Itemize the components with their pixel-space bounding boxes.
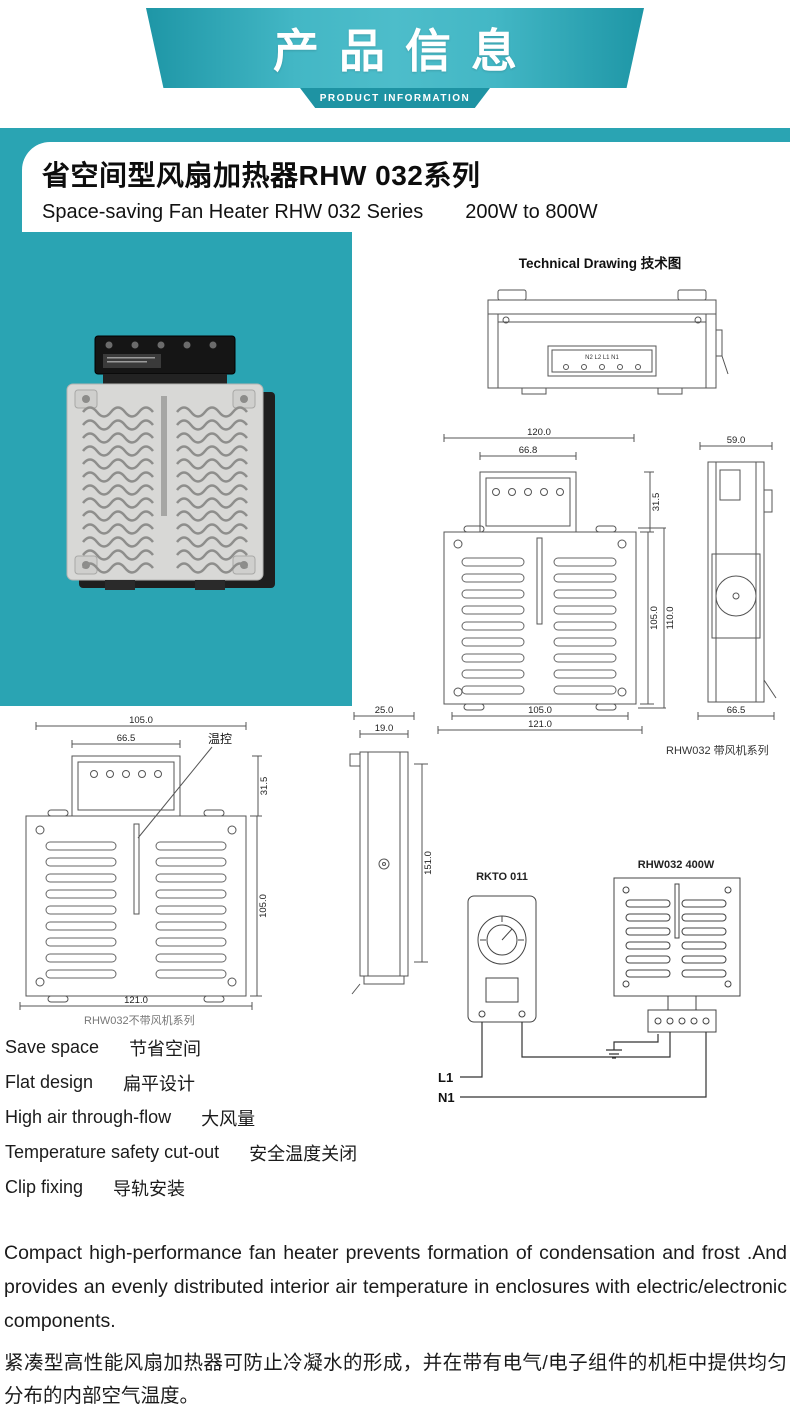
dim-label: 121.0: [124, 995, 148, 1006]
banner-title: 产品信息: [273, 25, 537, 77]
feature-row: Save space 节省空间: [5, 1030, 485, 1065]
no-fan-dims: 105.0 66.5 31.5 105.0 121.0: [117, 715, 270, 1006]
wire-n1-label: N1: [438, 1090, 455, 1105]
dim-label: 66.5: [727, 705, 746, 716]
feature-cn: 导轨安装: [113, 1178, 186, 1199]
feature-en: High air through-flow: [5, 1107, 172, 1127]
banner-subtitle: PRODUCT INFORMATION: [300, 88, 490, 108]
dim-label: 151.0: [423, 851, 434, 875]
dim-label: 31.5: [651, 493, 662, 512]
dim-label: 31.5: [259, 777, 270, 796]
wire-l1-label: L1: [438, 1070, 453, 1085]
profile-lines: [349, 712, 428, 995]
front-view-fins: [461, 557, 617, 695]
dim-label: 105.0: [528, 705, 552, 716]
feature-en: Flat design: [5, 1072, 94, 1092]
feature-cn: 安全温度关闭: [249, 1143, 358, 1164]
heater-drawing: [613, 877, 741, 1033]
front-view-dims: 120.0 66.8 31.5 105.0 110.0 105.0 121.0: [519, 427, 676, 730]
dim-label: 105.0: [129, 715, 153, 726]
feature-row: High air through-flow 大风量: [5, 1100, 485, 1135]
title-box: 省空间型风扇加热器RHW 032系列 Space-saving Fan Heat…: [22, 142, 790, 232]
technical-drawing-heading: Technical Drawing 技术图: [518, 256, 682, 271]
dim-label: 66.5: [117, 733, 136, 744]
with-fan-series-label: RHW032 带风机系列: [666, 745, 769, 757]
drawing-top-view: N2 L2 L1 N1: [487, 289, 729, 395]
no-fan-lines: [19, 722, 262, 1010]
dim-label: 59.0: [727, 435, 746, 446]
power-range: 200W to 800W: [465, 201, 598, 223]
description-cn: 紧凑型高性能风扇加热器可防止冷凝水的形成，并在带有电气/电子组件的机柜中提供均匀…: [4, 1352, 787, 1407]
page-subtitle: Space-saving Fan Heater RHW 032 Series: [42, 201, 424, 223]
top-view-lines: [487, 289, 729, 395]
dim-label: 121.0: [528, 719, 552, 730]
feature-row: Temperature safety cut-out 安全温度关闭: [5, 1135, 485, 1170]
banner-ribbon: 产品信息: [146, 8, 644, 88]
feature-list: Save space 节省空间 Flat design 扁平设计 High ai…: [5, 1030, 485, 1205]
no-fan-series-label: RHW032不带风机系列: [84, 1015, 195, 1027]
feature-en: Temperature safety cut-out: [5, 1142, 220, 1162]
front-view-lines: [437, 434, 666, 734]
side-view-lines: [697, 442, 777, 720]
terminal-labels: N2 L2 L1 N1: [585, 355, 619, 361]
dim-label: 120.0: [527, 427, 551, 438]
feature-row: Clip fixing 导轨安装: [5, 1170, 485, 1205]
dim-label: 110.0: [665, 606, 676, 629]
feature-cn: 扁平设计: [123, 1073, 196, 1094]
side-view-dims: 59.0 66.5: [727, 435, 746, 716]
thermostat-label: RKTO 011: [476, 871, 528, 883]
dim-label: 25.0: [375, 705, 394, 716]
no-fan-fins: [45, 841, 227, 979]
thermostat-drawing: [467, 895, 537, 1023]
feature-cn: 大风量: [201, 1108, 256, 1129]
wires: [460, 1022, 707, 1098]
feature-row: Flat design 扁平设计: [5, 1065, 485, 1100]
drawing-front-no-fan: 温控 105.0 66.5 31.5 105.0 121.0: [19, 715, 270, 1010]
dim-label: 66.8: [519, 445, 538, 456]
product-photo: [66, 335, 275, 590]
drawing-front-with-fan: 120.0 66.8 31.5 105.0 110.0 105.0 121.0: [437, 427, 676, 734]
dim-label: 105.0: [649, 606, 660, 630]
wiring-diagram: RKTO 011 RHW032 400W: [438, 859, 741, 1105]
drawing-side-view: 59.0 66.5: [697, 435, 777, 720]
description-en: Compact high-performance fan heater prev…: [4, 1242, 787, 1332]
dim-label: 19.0: [375, 723, 394, 734]
dim-label: 105.0: [258, 894, 269, 918]
temp-control-label: 温控: [208, 732, 232, 746]
profile-dims: 25.0 19.0 151.0: [375, 705, 434, 875]
page-title: 省空间型风扇加热器RHW 032系列: [42, 160, 481, 191]
heater-model-label: RHW032 400W: [638, 859, 715, 871]
feature-en: Clip fixing: [5, 1177, 84, 1197]
photo-terminal-block: [94, 335, 236, 384]
feature-en: Save space: [5, 1037, 100, 1057]
page-subtitle-row: Space-saving Fan Heater RHW 032 Series 20…: [42, 201, 790, 224]
drawing-profile-view: 25.0 19.0 151.0: [349, 705, 434, 995]
feature-cn: 节省空间: [129, 1038, 202, 1059]
description: Compact high-performance fan heater prev…: [4, 1236, 787, 1413]
